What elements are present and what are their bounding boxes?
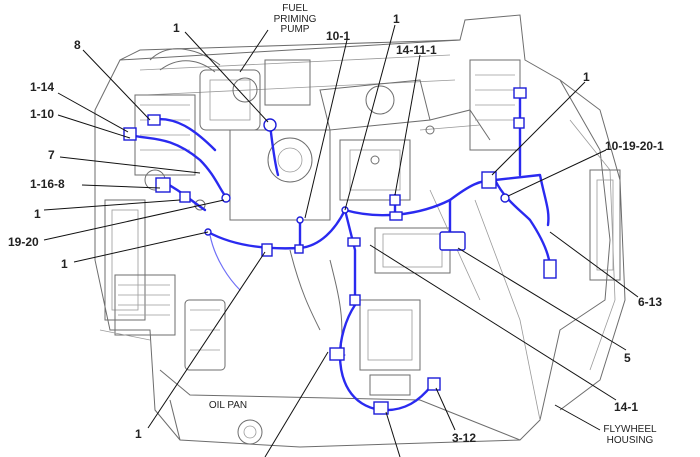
callout-label: 14-11-1 — [396, 43, 437, 57]
callout-label: 14-1 — [614, 400, 639, 414]
flywheel-housing-caption: FLYWHEEL HOUSING — [603, 424, 657, 446]
callout-label: 5 — [624, 351, 631, 365]
callout-label: 10-19-20-1 — [605, 139, 664, 153]
callout-label: 1 — [583, 70, 590, 84]
callout-label: 1-10 — [30, 107, 55, 121]
oil-pan-caption: OIL PAN — [208, 400, 248, 411]
callout-label: 1 — [173, 21, 180, 35]
callout-label: 8 — [74, 38, 81, 52]
callout-label: 1 — [61, 257, 68, 271]
wiring-harness — [128, 93, 552, 412]
callout-label: 1-16-8 — [30, 177, 65, 191]
callout-label: 10-1 — [326, 29, 351, 43]
leader-lines — [43, 24, 639, 457]
fuel-priming-pump-caption: FUEL PRIMING PUMP — [273, 3, 317, 35]
callout-label: 1 — [34, 207, 41, 221]
callout-label: 19-20 — [8, 235, 39, 249]
callout-label: 1-14 — [30, 80, 55, 94]
callout-label: 3-12 — [452, 431, 477, 445]
callout-label: 1 — [393, 12, 400, 26]
engine-block-outline — [94, 14, 626, 448]
callout-label: 6-13 — [638, 295, 663, 309]
callout-label: 1 — [135, 427, 142, 441]
callout-label: 7 — [48, 148, 55, 162]
harness-connectors — [123, 87, 557, 415]
